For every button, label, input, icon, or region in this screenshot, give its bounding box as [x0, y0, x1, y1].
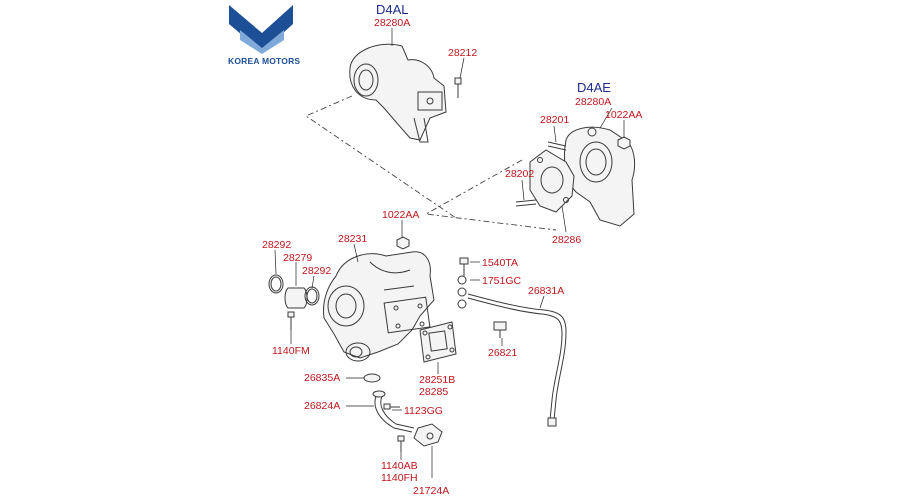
nut-1022aa-turbo: [396, 236, 410, 250]
nut-1022aa-top: [617, 136, 631, 150]
logo-mark-right: [262, 5, 293, 52]
logo-mark-inner: [240, 30, 284, 54]
d4ae-engine-header: D4AE: [577, 80, 611, 95]
d4ae-housing-part-number: 28280A: [575, 96, 611, 108]
label-28202: 28202: [505, 168, 534, 180]
label-1751gc: 1751GC: [482, 275, 522, 287]
bolt-1140fm: [287, 311, 295, 330]
gasket-21724a: [413, 423, 443, 447]
label-28286: 28286: [552, 234, 581, 246]
label-1140fh: 1140FH: [381, 472, 418, 484]
label-26821: 26821: [488, 347, 517, 359]
leader-lines: [274, 28, 625, 478]
label-28279: 28279: [283, 252, 312, 264]
bolt-1540ta: [459, 257, 469, 276]
exhaust-gasket-28251b: [419, 321, 457, 363]
label-28285: 28285: [419, 386, 448, 398]
logo-mark-left: [229, 5, 262, 52]
phantom-line-d4al: [305, 95, 457, 219]
bolt-1140ab: [397, 435, 405, 452]
label-1022aa-top: 1022AA: [605, 109, 642, 121]
label-1140ab: 1140AB: [381, 460, 418, 472]
label-28292-left: 28292: [262, 239, 291, 251]
hose-clamp-28292-left: [268, 274, 284, 294]
label-28251b: 28251B: [419, 374, 455, 386]
label-1022aa-turbo: 1022AA: [382, 209, 419, 221]
bolt-28212: [454, 77, 462, 98]
gasket-1751gc: [457, 275, 467, 309]
label-1540ta: 1540TA: [482, 257, 518, 269]
label-1140fm: 1140FM: [272, 345, 310, 357]
label-21724a: 21724A: [413, 485, 449, 497]
d4al-outlet-housing: [349, 43, 447, 143]
d4al-engine-header: D4AL: [376, 2, 409, 17]
label-28292-right: 28292: [302, 265, 331, 277]
turbocharger-28231: [323, 251, 435, 362]
gasket-26835a: [363, 373, 381, 383]
stud-28202: [515, 199, 537, 207]
label-26824a: 26824A: [304, 400, 340, 412]
gasket-28286: [529, 149, 575, 213]
hose-clamp-28292-right: [304, 286, 320, 306]
d4al-housing-part-number: 28280A: [374, 17, 410, 29]
korea-motors-logo: KOREA MOTORS: [228, 5, 300, 66]
label-26835a: 26835A: [304, 372, 340, 384]
clip-26821: [493, 321, 507, 338]
label-28201: 28201: [540, 114, 569, 126]
brand-name: KOREA MOTORS: [228, 56, 300, 66]
label-28212: 28212: [448, 47, 477, 59]
bolt-1123gg: [383, 403, 400, 410]
oil-feed-pipe-26831a: [467, 293, 567, 427]
label-28231: 28231: [338, 233, 367, 245]
label-1123gg: 1123GG: [404, 405, 443, 417]
stud-28201: [547, 141, 567, 151]
oil-return-pipe-26824a: [372, 390, 415, 433]
phantom-line-d4ae: [424, 159, 557, 231]
label-26831a: 26831A: [528, 285, 564, 297]
hose-28279: [284, 287, 308, 309]
